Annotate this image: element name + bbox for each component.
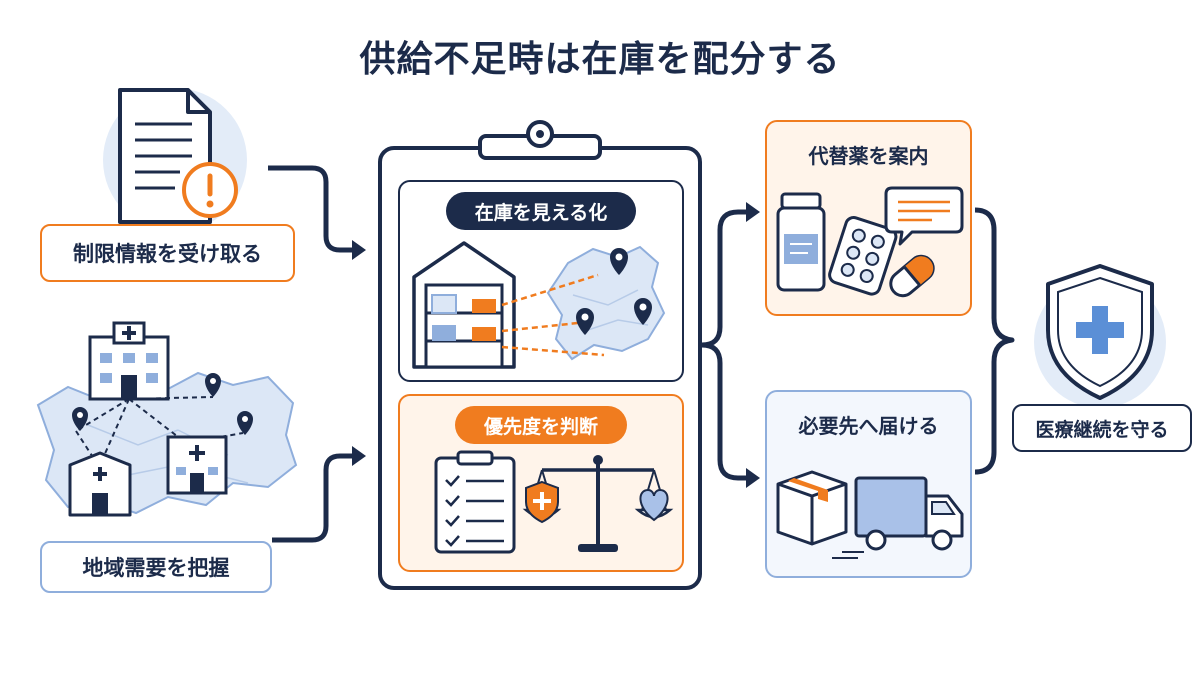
medical-cross-icon: [1076, 306, 1124, 354]
restriction-info-label: 制限情報を受け取る: [40, 224, 295, 282]
warehouse-icon: [412, 241, 516, 369]
delivery-title: 必要先へ届ける: [798, 414, 939, 438]
branch-arrow: [701, 209, 750, 348]
continuity-label: 医療継続を守る: [1012, 404, 1192, 452]
shield-illustration: [1034, 264, 1166, 408]
restriction-info-text: 制限情報を受け取る: [73, 242, 262, 266]
warning-icon: [182, 162, 238, 218]
heart-icon: [639, 488, 669, 522]
speech-bubble-icon: [884, 186, 964, 246]
continuity-text: 医療継続を守る: [1035, 418, 1169, 441]
medicine-bottle-icon: [776, 192, 826, 292]
connection-lines: [501, 273, 605, 357]
arrow-from-restriction: [268, 165, 358, 253]
merge-bracket: [974, 207, 1015, 475]
pill-blister-icon: [828, 216, 898, 296]
priority-text: 優先度を判断: [483, 415, 598, 438]
checklist-icon: [434, 450, 516, 554]
delivery-truck-icon: [854, 476, 964, 551]
hospital-icon: [166, 435, 228, 495]
regional-map-illustration: [36, 321, 298, 517]
medicine-illustration: [776, 186, 964, 298]
page-title: 供給不足時は在庫を配分する: [359, 39, 841, 80]
alternative-drug-title: 代替薬を案内: [808, 144, 929, 168]
motion-lines: [832, 551, 864, 559]
visualize-stock-text: 在庫を見える化: [474, 201, 608, 224]
document-warning-illustration: [103, 88, 247, 232]
clinic-icon: [68, 451, 132, 517]
priority-pill: 優先度を判断: [455, 406, 627, 444]
regional-demand-label: 地域需要を把握: [40, 541, 272, 593]
main-hospital-icon: [88, 321, 170, 401]
medical-shield-icon: [525, 480, 559, 524]
regional-demand-text: 地域需要を把握: [82, 556, 230, 580]
warehouse-map-illustration: [412, 241, 666, 369]
visualize-stock-pill: 在庫を見える化: [446, 192, 636, 230]
delivery-illustration: [776, 470, 964, 559]
arrow-from-regional: [272, 453, 358, 543]
location-pin-icon: [576, 248, 652, 335]
capsule-icon: [889, 254, 935, 298]
location-pin-icon: [72, 373, 253, 435]
package-box-icon: [776, 470, 848, 546]
checklist-scale-illustration: [434, 450, 674, 554]
